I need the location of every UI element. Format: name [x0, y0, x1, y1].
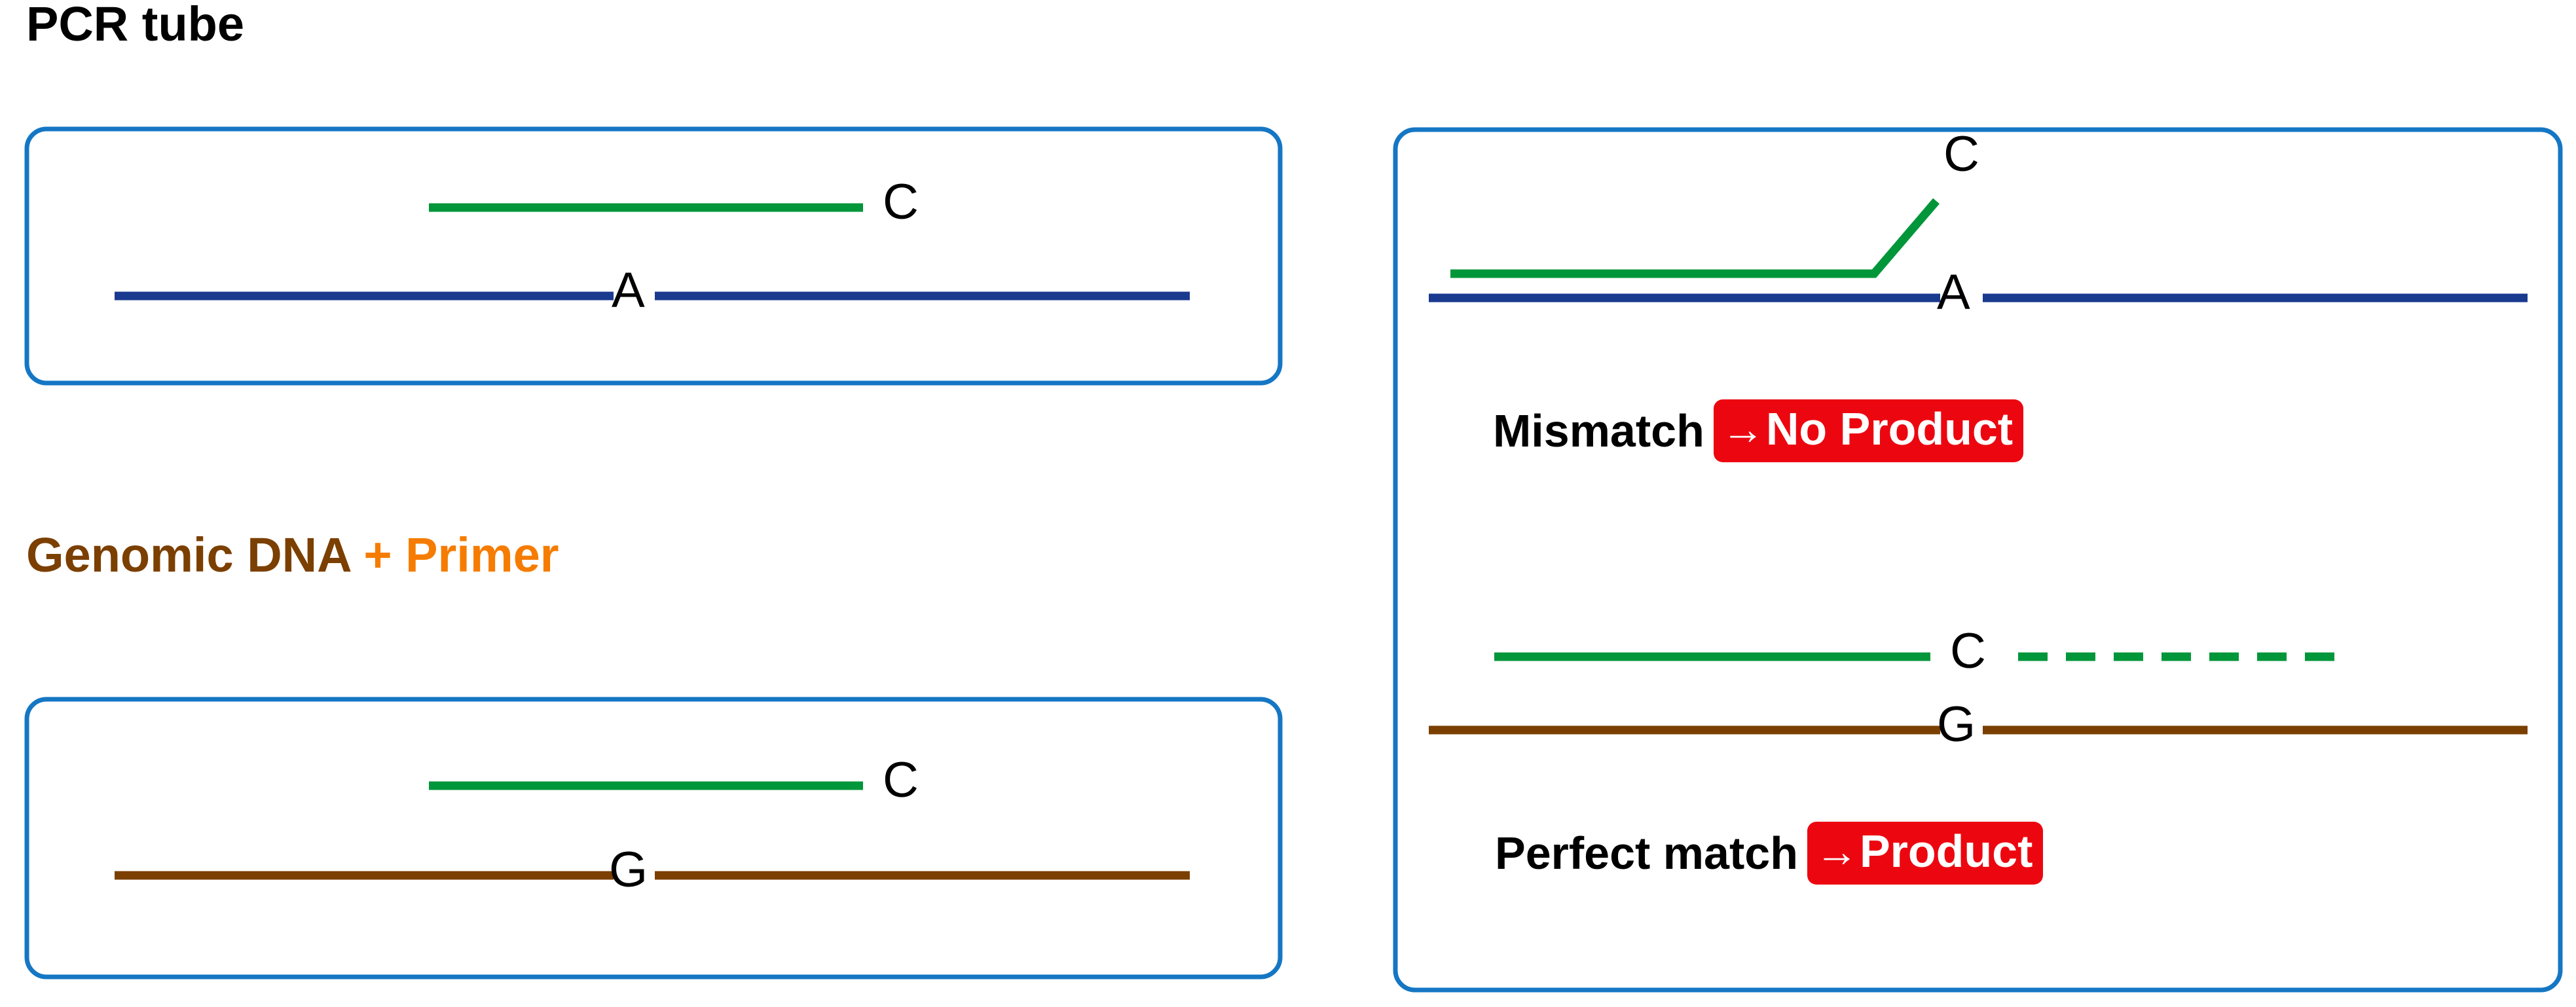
- status-badge-product-text: Product: [1859, 826, 2033, 877]
- status-badge-no-product-text: No Product: [1765, 403, 2014, 454]
- pcr-tube-box-top-left: [24, 126, 1283, 386]
- base-label-primer-bottom-left: C: [883, 752, 919, 808]
- base-label-primer-mismatch: C: [1943, 126, 1979, 182]
- base-label-primer-match: C: [1950, 623, 1986, 679]
- base-label-template-top-left: A: [612, 263, 645, 318]
- title-segment-plus-primer: + Primer: [363, 528, 559, 582]
- page-title-pcr-tube: PCR tube: [26, 0, 244, 51]
- status-badge-no-product: → No Product: [1713, 399, 2024, 462]
- base-label-template-match: G: [1937, 697, 1976, 752]
- outcome-row-perfect-match: Perfect match → Product: [1495, 822, 2044, 885]
- primer-strand-mismatch-lifted: [1450, 198, 1940, 278]
- base-label-template-mismatch: A: [1937, 265, 1970, 320]
- outcome-label-perfect-match: Perfect match: [1495, 828, 1798, 879]
- outcome-label-mismatch: Mismatch: [1493, 405, 1704, 456]
- page-title-genomic-dna-primer: Genomic DNA + Primer: [26, 527, 559, 583]
- arrow-right-icon: →: [1721, 405, 1765, 453]
- status-badge-product: → Product: [1807, 822, 2044, 885]
- arrow-right-icon: →: [1814, 827, 1858, 875]
- title-segment-genomic-dna: Genomic DNA: [26, 528, 364, 582]
- base-label-primer-top-left: C: [883, 174, 919, 230]
- outcome-row-mismatch: Mismatch → No Product: [1493, 399, 2024, 462]
- outcomes-box-right: [1393, 127, 2563, 993]
- pcr-tube-box-bottom-left: [24, 697, 1283, 980]
- base-label-template-bottom-left: G: [609, 842, 648, 898]
